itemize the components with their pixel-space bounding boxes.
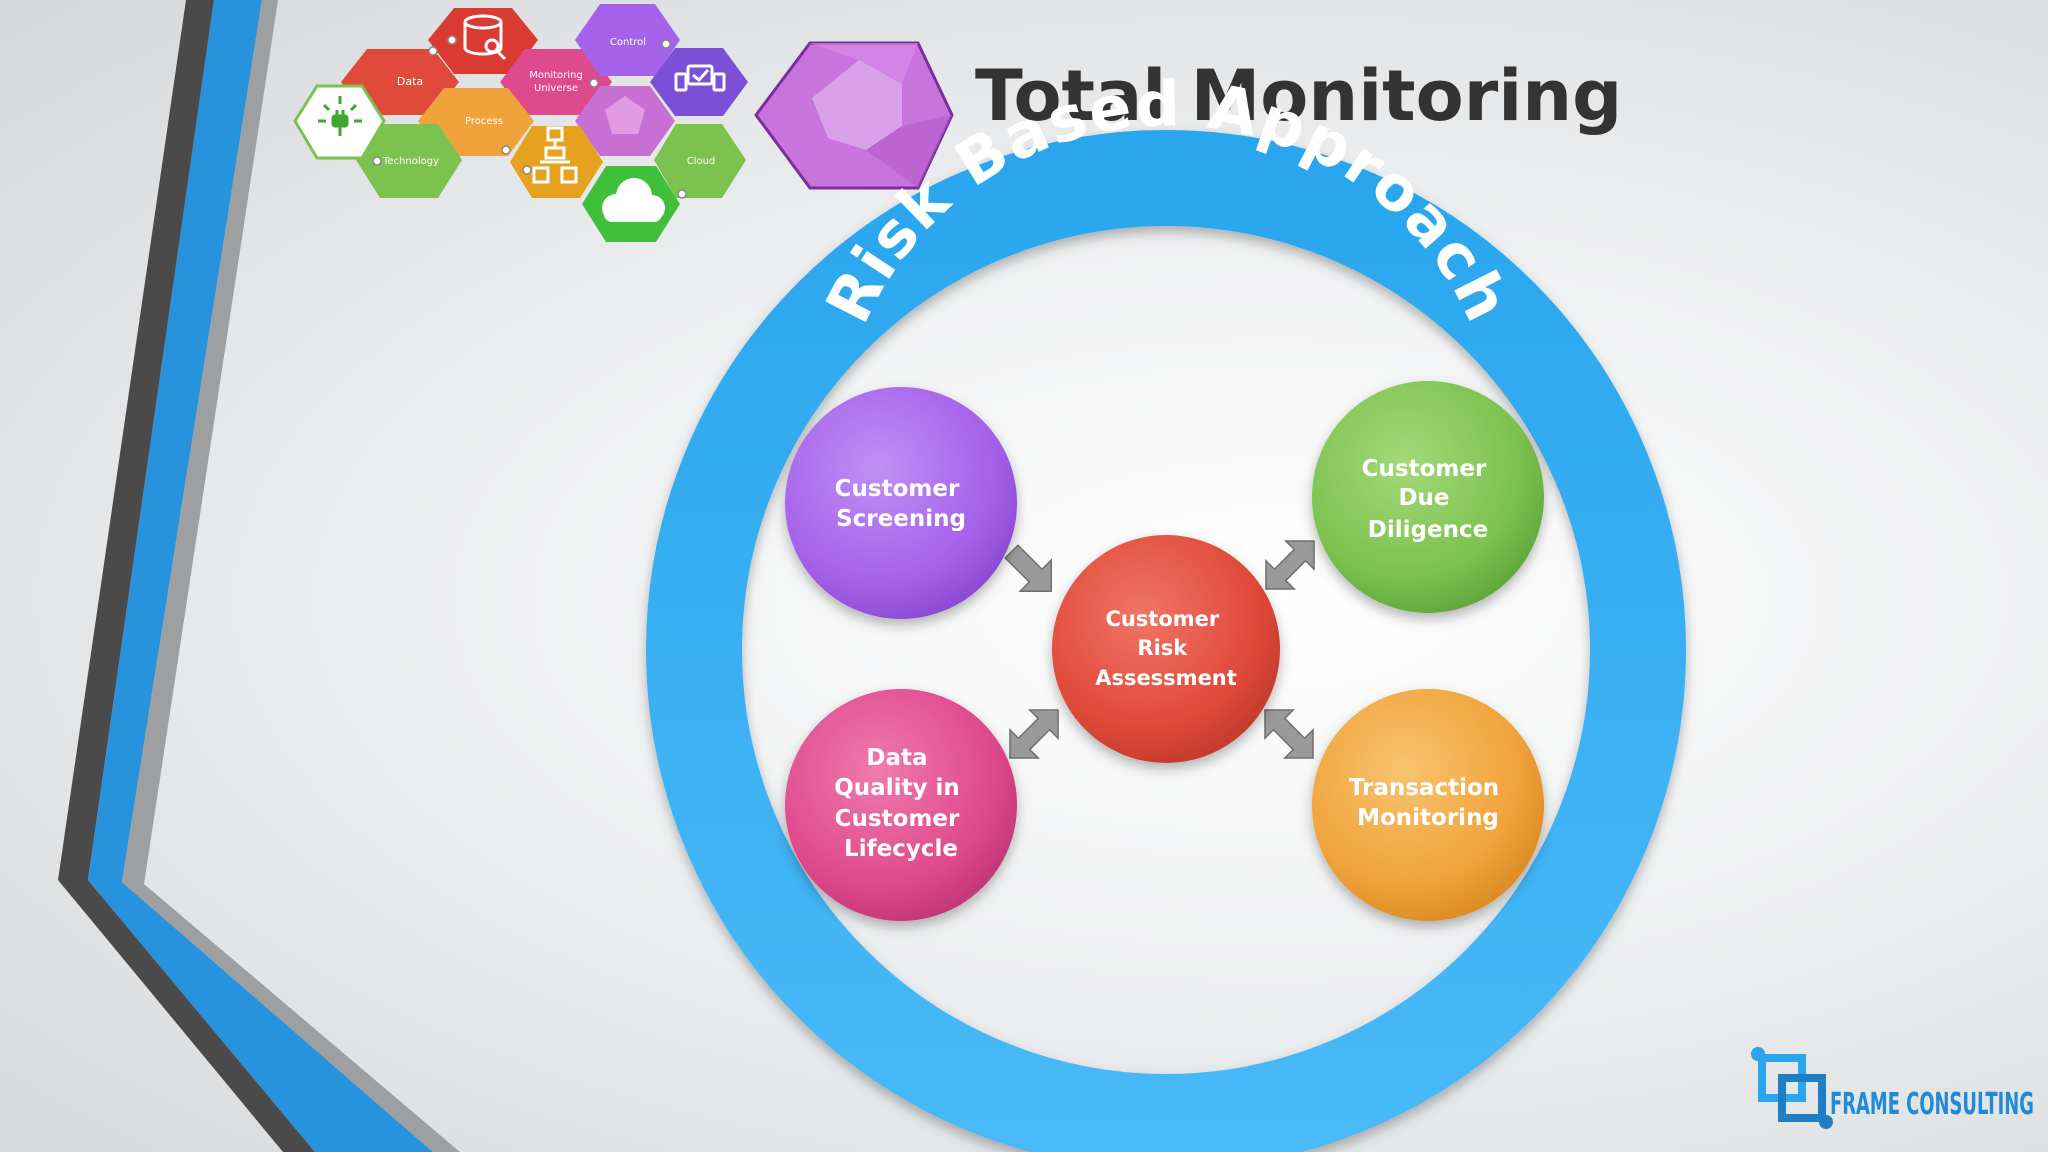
hex-label-technology: Technology [382,156,439,167]
label-customer-screening: Customer Screening [835,476,968,532]
logo-text: FRAME CONSULTING [1830,1087,2034,1122]
label-line: Customer [835,806,960,832]
node-customer-risk-assessment [1052,535,1280,763]
flowchart-icon [532,126,578,184]
arrow-center-data-quality [1009,709,1059,759]
label-line: Transaction [1349,775,1499,801]
hex-database-icon-tile [428,8,538,74]
label-line: Due [1398,485,1449,511]
cloud-icon [602,178,665,222]
database-icon [463,14,507,61]
plug-icon [318,96,362,136]
title-hexagon-emblem [754,41,954,190]
label-line: Data [866,745,927,771]
hex-label-data: Data [397,75,423,88]
label-line: Customer [1105,607,1219,631]
check-screen-icon [674,64,726,92]
node-transaction-monitoring [1312,689,1544,921]
left-decorative-bands [58,0,460,1152]
label-transaction-monitoring: Transaction Monitoring [1349,775,1507,831]
hex-monitoring-universe [500,49,612,115]
hex-label-control: Control [610,37,646,48]
hex-control [575,4,680,76]
arrow-screening-to-center [1004,544,1052,592]
pentagon-icon [605,96,645,134]
label-data-quality: Data Quality in Customer Lifecycle [834,745,967,862]
hex-cloud [654,124,746,198]
risk-approach-ring [646,130,1686,1152]
arrow-center-due-diligence [1265,540,1315,590]
label-line: Risk [1137,636,1188,660]
hex-label-monitoring: Monitoring [529,70,582,81]
label-line: Diligence [1368,517,1488,543]
label-line: Customer [1362,456,1487,482]
frame-consulting-logo[interactable]: FRAME CONSULTING [1751,1047,2034,1129]
node-customer-due-diligence [1312,381,1544,613]
logo-mark-icon [1751,1047,1833,1129]
node-data-quality [785,689,1017,921]
label-customer-risk-assessment: Customer Risk Assessment [1095,607,1237,690]
label-customer-due-diligence: Customer Due Diligence [1362,456,1495,543]
label-line: Lifecycle [844,836,958,862]
hex-label-universe: Universe [534,83,578,94]
hex-technology [356,124,462,198]
arrow-center-transaction [1264,709,1314,759]
hex-check-icon-tile [650,48,748,116]
label-line: Assessment [1095,666,1237,690]
hex-cluster: Data Monitoring Universe Control Process… [293,4,748,242]
label-line: Monitoring [1357,805,1499,831]
hex-label-cloud: Cloud [687,156,716,167]
node-customer-screening [785,387,1017,619]
label-line: Quality in [834,775,959,801]
label-line: Screening [836,506,966,532]
page-title: Total Monitoring [975,55,1622,137]
connector-arrows [1004,540,1315,759]
hex-label-process: Process [465,116,503,127]
label-line: Customer [835,476,960,502]
